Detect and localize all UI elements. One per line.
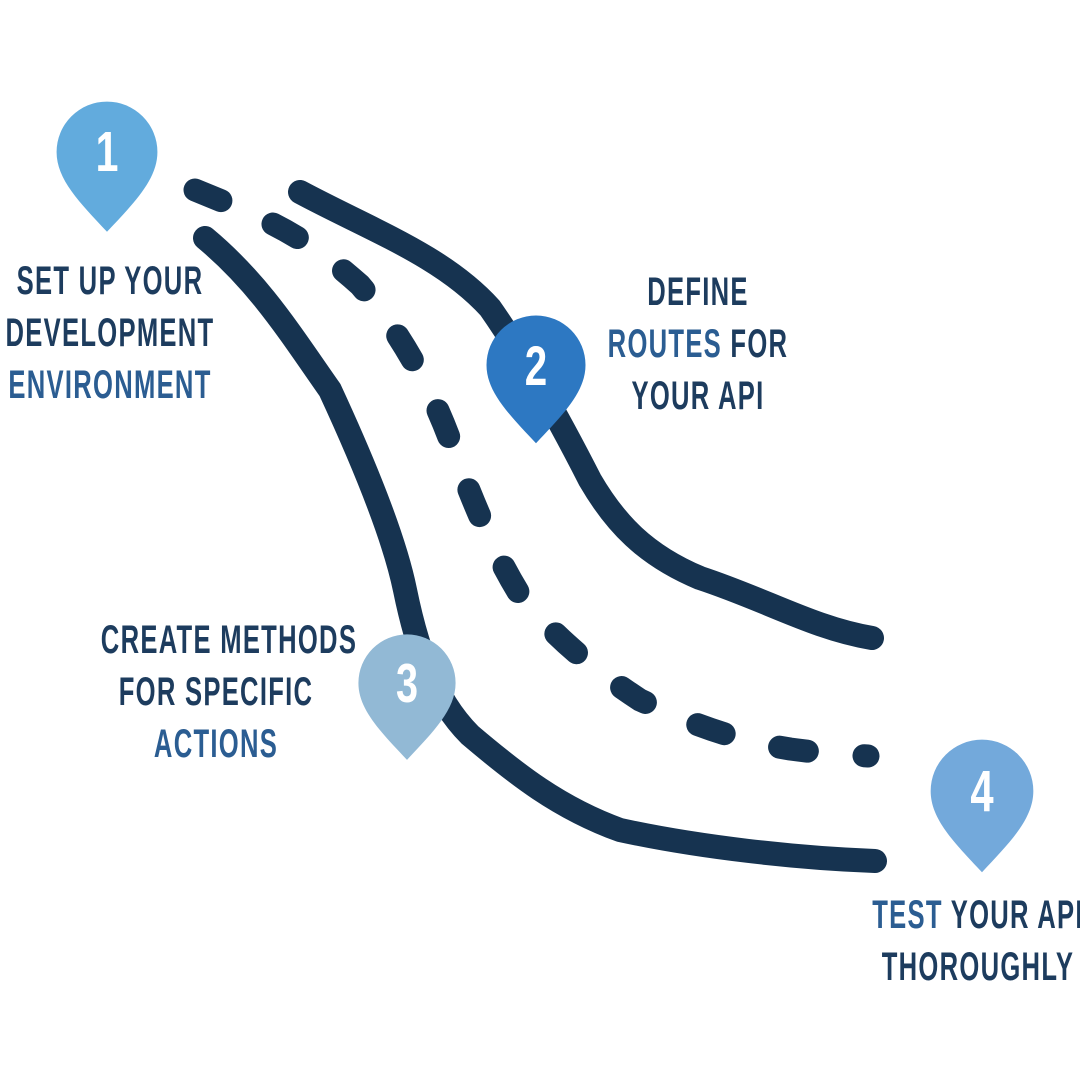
step-3-pin: 3 bbox=[354, 630, 460, 763]
label-text-segment: ROUTES bbox=[607, 322, 731, 366]
step-1-number: 1 bbox=[95, 120, 119, 184]
map-pin-icon bbox=[486, 315, 586, 444]
label-text-segment: TEST bbox=[872, 893, 951, 937]
step-1-pin: 1 bbox=[52, 97, 162, 235]
step-2-number: 2 bbox=[524, 333, 548, 397]
step-1-label: SET UP YOUR DEVELOPMENT ENVIRONMENT bbox=[0, 255, 225, 411]
label-line: ROUTES FOR bbox=[583, 318, 813, 370]
label-text-segment: FOR SPECIFIC bbox=[118, 670, 314, 714]
step-2-pin: 2 bbox=[482, 311, 590, 446]
map-pin-icon bbox=[358, 634, 456, 760]
road-center-dashed-line bbox=[183, 178, 880, 768]
label-text-segment: THOROUGHLY bbox=[881, 945, 1075, 989]
step-4-pin: 4 bbox=[926, 735, 1038, 875]
label-text-segment: YOUR API bbox=[950, 893, 1080, 937]
label-line: DEFINE bbox=[583, 266, 813, 318]
map-pin-icon bbox=[56, 101, 158, 232]
label-text-segment: FOR bbox=[730, 322, 789, 366]
label-line: YOUR API bbox=[583, 370, 813, 422]
label-line: SET UP YOUR bbox=[0, 255, 225, 307]
label-text-segment: YOUR API bbox=[631, 374, 765, 418]
step-3-number: 3 bbox=[395, 652, 419, 714]
label-line: DEVELOPMENT bbox=[0, 307, 225, 359]
step-3-label: CREATE METHODS FOR SPECIFIC ACTIONS bbox=[101, 614, 356, 770]
label-text-segment: ACTIONS bbox=[153, 722, 279, 766]
label-text-segment: SET UP YOUR bbox=[16, 259, 204, 303]
road-top-edge bbox=[288, 180, 884, 650]
label-line: TEST YOUR API bbox=[863, 889, 1080, 941]
map-pin-icon bbox=[930, 739, 1034, 873]
label-text-segment: CREATE METHODS bbox=[100, 618, 358, 662]
label-line: THOROUGHLY bbox=[863, 941, 1080, 993]
label-line: CREATE METHODS bbox=[101, 614, 356, 666]
label-line: FOR SPECIFIC bbox=[101, 666, 331, 718]
step-4-number: 4 bbox=[970, 758, 994, 824]
label-text-segment: DEVELOPMENT bbox=[5, 311, 215, 355]
label-text-segment: DEFINE bbox=[647, 270, 749, 314]
label-text-segment: ENVIRONMENT bbox=[8, 363, 212, 407]
label-line: ACTIONS bbox=[101, 718, 331, 770]
label-line: ENVIRONMENT bbox=[0, 359, 225, 411]
